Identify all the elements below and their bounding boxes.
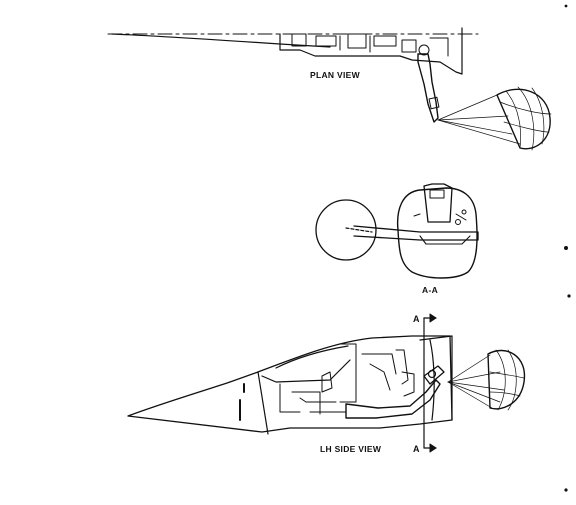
- scan-artifacts: [564, 4, 571, 492]
- plan-fuselage-outline: [279, 27, 463, 75]
- section-seat-headbox: [423, 183, 453, 223]
- plan-cockpit-equipment: [291, 33, 449, 57]
- section-marker-bottom-label: A: [413, 444, 420, 454]
- side-extraction-seat: [345, 379, 441, 419]
- plan-view: [107, 27, 552, 151]
- plan-extraction-arm: [417, 53, 439, 123]
- side-nose-details: [239, 383, 245, 421]
- side-parachute-canopy: [487, 349, 526, 411]
- plan-view-caption: PLAN VIEW: [310, 70, 361, 80]
- plan-parachute-risers: [437, 94, 521, 145]
- section-marker-top-label: A: [413, 314, 420, 324]
- side-view: [127, 313, 526, 453]
- section-extraction-arm: [353, 225, 479, 241]
- section-parachute-disc: [315, 199, 377, 261]
- side-view-caption: LH SIDE VIEW: [320, 444, 382, 454]
- section-fuselage-outline: [396, 187, 478, 279]
- side-rear-bulkhead: [419, 335, 453, 421]
- side-canopy-frame: [257, 345, 351, 435]
- section-view-caption: A-A: [422, 285, 438, 295]
- section-view: [315, 183, 479, 279]
- side-parachute-risers: [447, 354, 505, 409]
- plan-parachute-canopy: [496, 86, 552, 151]
- side-cockpit-internals: [279, 343, 415, 415]
- plan-nose-outline: [111, 33, 331, 48]
